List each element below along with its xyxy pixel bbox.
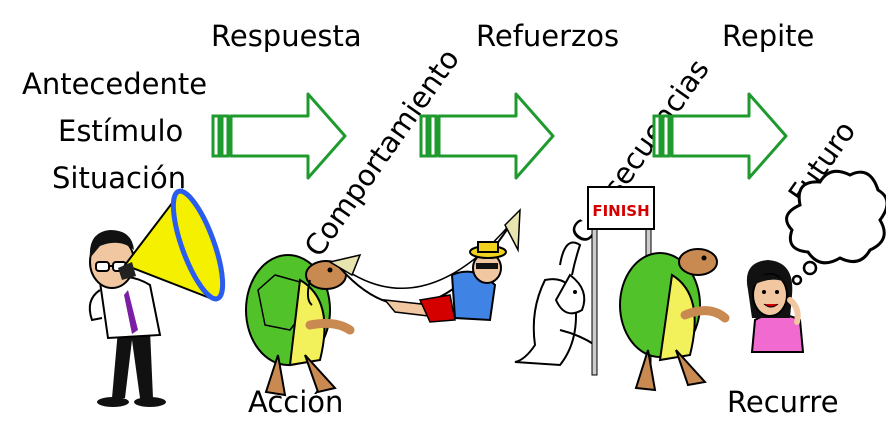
finish-sign-text: FINISH (592, 202, 649, 220)
arrow-icon (652, 92, 788, 180)
arrow-icon (211, 92, 347, 180)
arrow-icon (419, 92, 555, 180)
thought-cloud-icon (785, 169, 886, 286)
rabbit-icon (514, 241, 596, 367)
label-refuerzos: Refuerzos (476, 19, 620, 53)
girl-thinking-icon (746, 260, 805, 353)
megaphone-man-icon (88, 187, 226, 407)
label-accion: Acción (248, 385, 344, 419)
label-recurre: Recurre (727, 385, 839, 419)
label-respuesta: Respuesta (211, 19, 362, 53)
label-antecedente: Antecedente (22, 67, 208, 101)
turtle-icon (619, 248, 730, 392)
label-situacion: Situación (52, 161, 187, 195)
label-estimulo: Estímulo (58, 114, 184, 148)
turtle-icon (245, 254, 355, 397)
label-repite: Repite (722, 19, 815, 53)
hammock-man-icon (328, 208, 521, 323)
